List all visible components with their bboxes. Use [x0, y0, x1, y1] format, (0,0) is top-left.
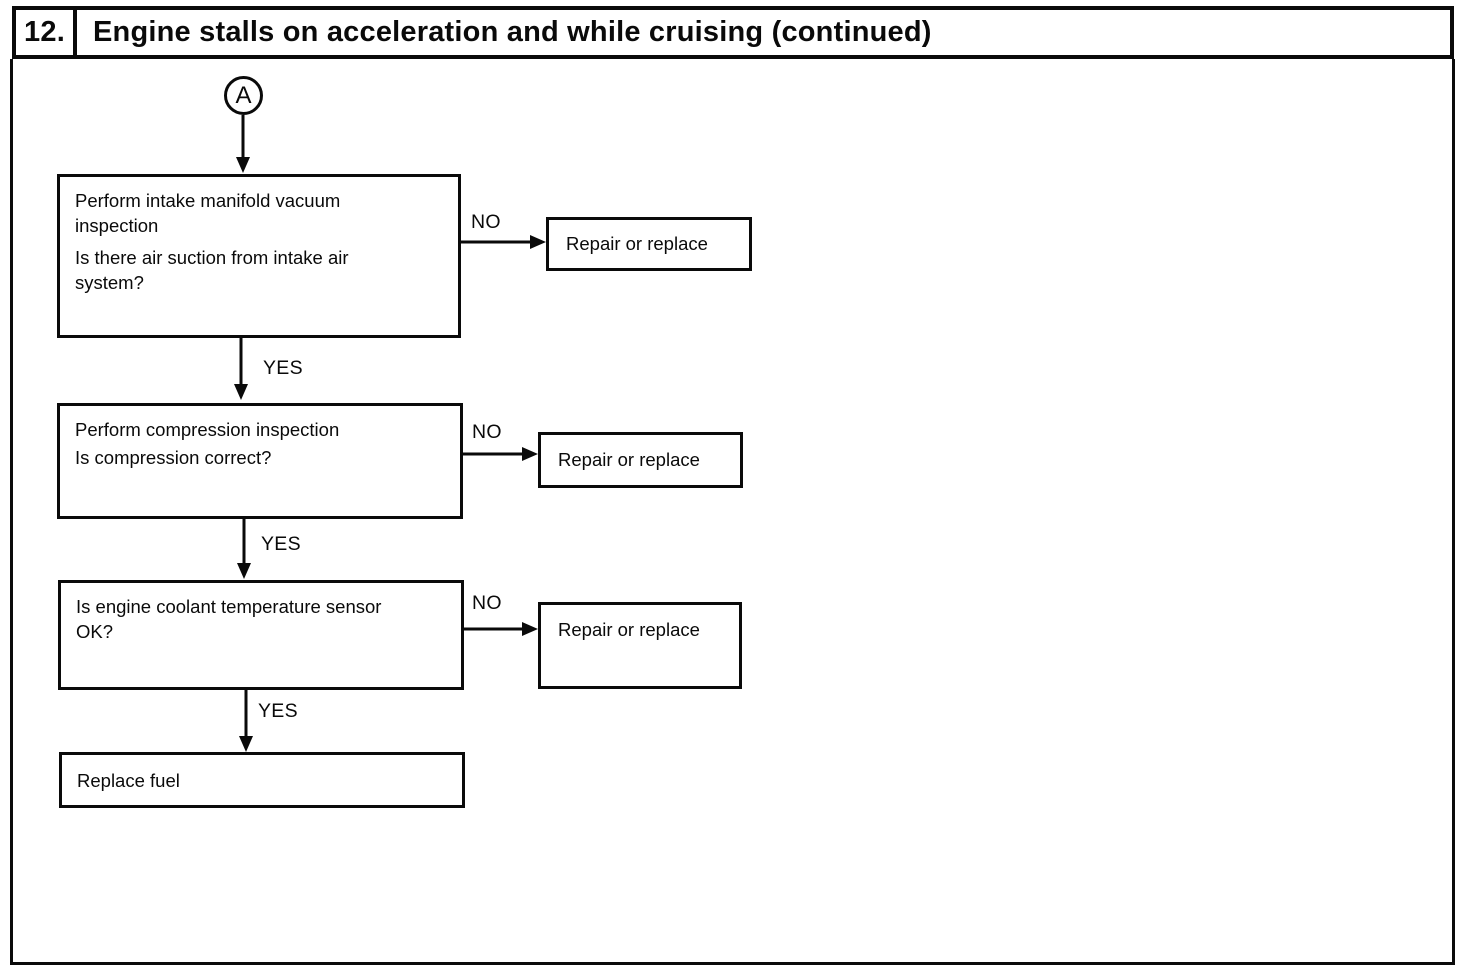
connector-a-label: A — [235, 81, 252, 109]
action-repair-or-replace-1: Repair or replace — [546, 217, 752, 271]
edge-label-no-2: NO — [472, 421, 502, 443]
edge-label-yes-1: YES — [263, 357, 303, 379]
page-number-box: 12. — [12, 6, 77, 59]
node-vacuum-line: Perform intake manifold vacuum — [75, 190, 341, 211]
node-compression-inspection: Perform compression inspection Is compre… — [57, 403, 463, 519]
page-number: 12. — [24, 16, 65, 48]
edge-label-no-1: NO — [471, 211, 501, 233]
page-title-box: Engine stalls on acceleration and while … — [73, 6, 1454, 59]
node-compression-line: Perform compression inspection — [75, 419, 340, 440]
node-vacuum-inspection: Perform intake manifold vacuum inspectio… — [57, 174, 461, 338]
edge-label-yes-2: YES — [261, 533, 301, 555]
page-title: Engine stalls on acceleration and while … — [93, 16, 932, 48]
node-coolant-sensor-check: Is engine coolant temperature sensor OK? — [58, 580, 464, 690]
action-repair-or-replace-3: Repair or replace — [538, 602, 742, 689]
node-compression-line: Is compression correct? — [75, 447, 272, 468]
action-repair-or-replace-2: Repair or replace — [538, 432, 743, 488]
action-label: Repair or replace — [566, 233, 708, 254]
edge-label-no-3: NO — [472, 592, 502, 614]
action-label: Repair or replace — [558, 449, 700, 470]
connector-a-circle: A — [224, 76, 263, 115]
action-label: Repair or replace — [558, 619, 700, 640]
node-vacuum-line: system? — [75, 272, 144, 293]
node-vacuum-line: inspection — [75, 215, 159, 236]
node-coolant-line: OK? — [76, 621, 114, 642]
node-vacuum-line: Is there air suction from intake air — [75, 247, 349, 268]
node-coolant-line: Is engine coolant temperature sensor — [76, 596, 382, 617]
node-replace-fuel-line: Replace fuel — [77, 769, 180, 791]
edge-label-yes-3: YES — [258, 700, 298, 722]
node-replace-fuel: Replace fuel — [59, 752, 465, 808]
